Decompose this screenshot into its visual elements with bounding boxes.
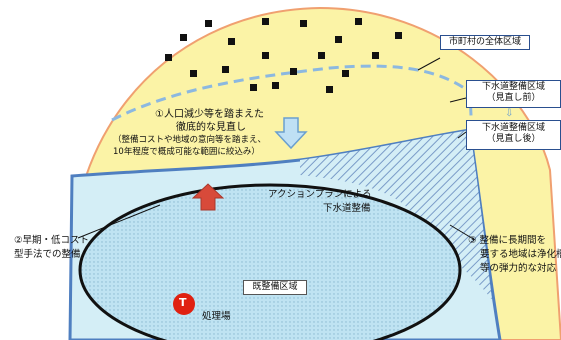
after-leader [457, 131, 467, 139]
long-text-line1: ③ 整備に長期間を [468, 235, 547, 246]
population-dots [165, 18, 402, 93]
whole-area-label: 市町村の全体区域 [448, 37, 521, 47]
long-text-line2: 要する地域は浄化槽 [480, 249, 561, 260]
long-leader [449, 224, 476, 241]
review-text-line4: 10年程度で概成可能な範囲に絞込み） [113, 147, 260, 157]
whole-area-leader [417, 57, 441, 71]
existing-area-label: 既整備区域 [252, 282, 298, 292]
review-text-line2: 徹底的な見直し [176, 122, 246, 133]
treatment-plant-icon [173, 293, 195, 315]
action-text-line2: 下水道整備 [323, 203, 371, 214]
review-down-arrow-icon [274, 117, 308, 150]
planned-before-line1: 下水道整備区域 [481, 82, 545, 92]
planned-after-line1: 下水道整備区域 [481, 123, 545, 133]
existing-area-label-box: 既整備区域 [243, 280, 307, 295]
review-text-line1: ①人口減少等を踏まえた [155, 109, 264, 120]
before-leader [449, 97, 467, 103]
planned-after-line2: （見直し後） [486, 133, 541, 144]
whole-area-label-box: 市町村の全体区域 [440, 35, 530, 50]
planned-before-label-box: 下水道整備区域 （見直し前） [466, 80, 561, 108]
hatched-area [300, 130, 492, 300]
long-text-line3: 等の弾力的な対応 [480, 263, 557, 274]
existing-area-shape [78, 183, 462, 340]
planned-before-line2: （見直し前） [486, 92, 541, 103]
before-after-arrow-icon: ⇩ [505, 108, 514, 119]
early-text-line1: ②早期・低コスト [14, 235, 90, 246]
review-text-line3: （整備コストや地域の意向等を踏まえ、 [113, 135, 267, 145]
early-up-arrow-icon [191, 183, 225, 211]
planned-after-label-box: 下水道整備区域 （見直し後） [466, 120, 561, 150]
action-text-line1: アクションプランによる [268, 189, 372, 200]
plant-label: 処理場 [202, 311, 231, 322]
early-text-line2: 型手法での整備 [14, 249, 81, 260]
early-leader [77, 204, 161, 239]
plant-marker-letter: T [179, 296, 187, 309]
